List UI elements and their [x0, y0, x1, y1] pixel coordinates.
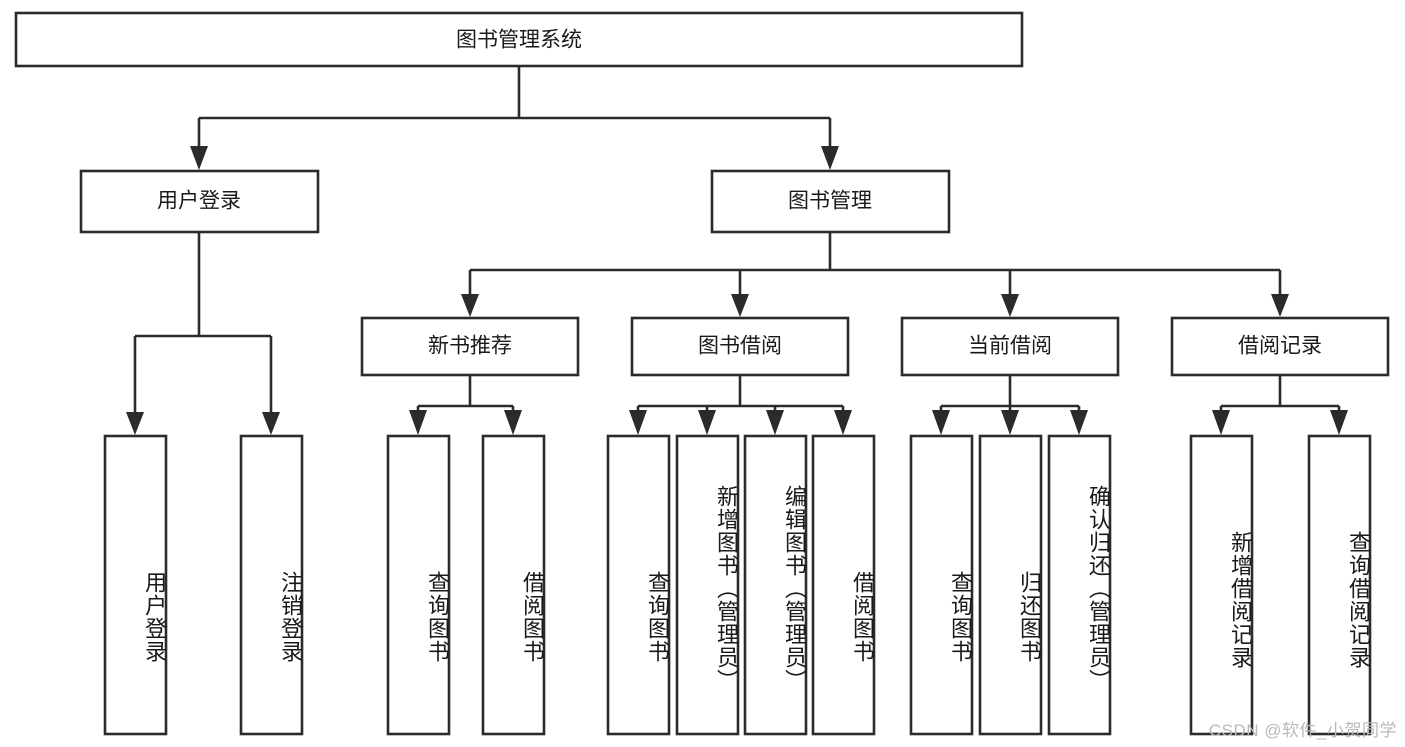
connector-user-login-to-leaves [126, 232, 280, 435]
node-current-borrow-label: 当前借阅 [968, 335, 1052, 358]
node-borrow-record-box[interactable] [1170, 316, 1390, 377]
watermark-text: CSDN @软件_小贺同学 [1208, 721, 1397, 740]
leaf-box-user-login-1[interactable] [239, 434, 304, 736]
arrow-head-icon [629, 410, 647, 435]
node-current-borrow-box[interactable] [900, 316, 1120, 377]
arrow-head-icon [1271, 294, 1289, 317]
node-new-book-recommend-box[interactable] [360, 316, 580, 377]
connector-new-book-to-leaves [409, 375, 522, 435]
node-book-management[interactable]: 图书管理 [710, 169, 951, 234]
arrow-head-icon [461, 294, 479, 317]
node-root-box[interactable] [14, 11, 1024, 68]
connector-borrow-record-to-leaves [1212, 375, 1348, 435]
node-book-management-label: 图书管理 [788, 190, 872, 213]
arrow-head-icon [190, 146, 208, 170]
leaf-box-book-borrow-2[interactable] [743, 434, 808, 736]
node-user-login-box[interactable] [79, 169, 320, 234]
node-book-borrow-label: 图书借阅 [698, 335, 782, 358]
arrow-head-icon [1070, 410, 1088, 435]
leaf-box-book-borrow-0[interactable] [606, 434, 671, 736]
arrow-head-icon [1001, 294, 1019, 317]
connector-book-mgmt-to-level3 [461, 232, 1289, 317]
leaf-box-current-borrow-2[interactable] [1047, 434, 1112, 736]
arrow-head-icon [932, 410, 950, 435]
leaf-box-new-book-1[interactable] [481, 434, 546, 736]
node-user-login-label: 用户登录 [157, 190, 241, 213]
arrow-head-icon [409, 410, 427, 435]
leaf-box-book-borrow-3[interactable] [811, 434, 876, 736]
node-user-login[interactable]: 用户登录 [79, 169, 320, 234]
arrow-head-icon [731, 294, 749, 317]
node-root[interactable]: 图书管理系统 [14, 11, 1024, 68]
node-borrow-record[interactable]: 借阅记录 [1170, 316, 1390, 377]
node-book-borrow-box[interactable] [630, 316, 850, 377]
leaf-box-borrow-record-0[interactable] [1189, 434, 1254, 736]
node-current-borrow[interactable]: 当前借阅 [900, 316, 1120, 377]
leaf-box-user-login-0[interactable] [103, 434, 168, 736]
arrow-head-icon [821, 146, 839, 170]
node-book-management-box[interactable] [710, 169, 951, 234]
connector-root-to-level2 [190, 66, 839, 170]
node-root-label: 图书管理系统 [456, 29, 582, 52]
arrow-head-icon [504, 410, 522, 435]
leaf-box-book-borrow-1[interactable] [675, 434, 740, 736]
connector-current-borrow-to-leaves [932, 375, 1088, 435]
leaf-box-borrow-record-1[interactable] [1307, 434, 1372, 736]
node-new-book-recommend[interactable]: 新书推荐 [360, 316, 580, 377]
arrow-head-icon [126, 412, 144, 435]
arrow-head-icon [1001, 410, 1019, 435]
arrow-head-icon [262, 412, 280, 435]
arrow-head-icon [698, 410, 716, 435]
connector-book-borrow-to-leaves [629, 375, 852, 435]
arrow-head-icon [1212, 410, 1230, 435]
arrow-head-icon [766, 410, 784, 435]
leaf-box-current-borrow-1[interactable] [978, 434, 1043, 736]
leaf-box-current-borrow-0[interactable] [909, 434, 974, 736]
node-book-borrow[interactable]: 图书借阅 [630, 316, 850, 377]
node-new-book-recommend-label: 新书推荐 [428, 335, 512, 358]
arrow-head-icon [834, 410, 852, 435]
node-borrow-record-label: 借阅记录 [1238, 335, 1322, 358]
arrow-head-icon [1330, 410, 1348, 435]
leaf-box-new-book-0[interactable] [386, 434, 451, 736]
